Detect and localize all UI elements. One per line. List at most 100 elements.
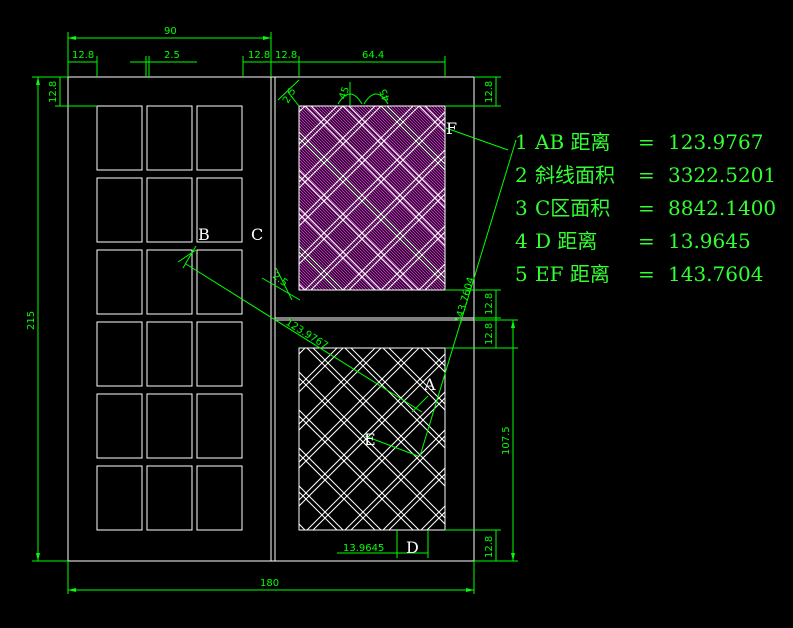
lattice-line — [382, 467, 445, 530]
hatch-line — [299, 236, 353, 290]
dim-ab-label: 123.9767 — [283, 317, 329, 352]
result-eq: = — [638, 262, 655, 286]
grid-pane — [196, 321, 243, 387]
grid-pane — [96, 105, 143, 171]
result-row: 5 EF 距离 = 143.7604 — [515, 262, 763, 286]
hatch-line — [329, 106, 445, 222]
dim-bottom-total: 180 — [260, 578, 279, 589]
dim-angle-a: 45 — [337, 85, 352, 101]
hatch-line — [305, 106, 445, 246]
lattice-line — [299, 348, 376, 425]
grid-pane — [196, 249, 243, 315]
hatch-line — [299, 185, 404, 290]
hatch-line — [299, 176, 413, 290]
dim-total-height: 215 — [26, 311, 37, 330]
hatch-line — [299, 278, 311, 290]
hatch-line — [410, 106, 445, 141]
result-value: 143.7604 — [668, 262, 763, 286]
lattice-line — [535, 348, 717, 530]
hatch-line — [311, 106, 445, 240]
lattice-line — [299, 117, 445, 265]
hatch-line — [314, 106, 445, 237]
hatch-line — [299, 149, 440, 290]
hatch-line — [299, 164, 425, 290]
hatch-line — [344, 106, 445, 207]
hatch-line — [299, 152, 437, 290]
grid-pane — [146, 249, 193, 315]
hatch-line — [308, 106, 445, 243]
result-eq: = — [638, 196, 655, 220]
lattice-line — [611, 348, 793, 530]
hatch-line — [299, 188, 401, 290]
hatch-line — [299, 218, 371, 290]
dim-mid-a: 12.8 — [484, 293, 495, 315]
lattice-line — [299, 251, 338, 290]
lattice-line — [459, 348, 641, 530]
point-a: A — [423, 375, 436, 394]
point-labels: B C A E F D — [198, 119, 457, 557]
results-list: 1 AB 距离 = 123.9767 2 斜线面积 = 3322.5201 3 … — [515, 130, 776, 286]
dim-angle-b: 45 — [378, 87, 393, 103]
hatch-line — [299, 179, 410, 290]
hatch-line — [374, 106, 445, 177]
hatch-line — [111, 106, 295, 290]
point-c: C — [251, 225, 263, 244]
result-row: 1 AB 距离 = 123.9767 — [515, 130, 763, 154]
upper-hatch-panel — [111, 105, 446, 291]
result-eq: = — [638, 130, 655, 154]
lattice-line — [299, 447, 382, 530]
lattice-line — [299, 348, 382, 431]
lattice-line — [299, 213, 376, 290]
result-index: 5 — [515, 262, 528, 286]
hatch-line — [299, 257, 332, 290]
hatch-line — [299, 134, 445, 282]
lattice-line — [617, 348, 793, 530]
lattice-line — [299, 106, 414, 221]
lattice-line — [503, 348, 685, 530]
lattice-line — [386, 231, 445, 290]
dim-top-height: 12.8 — [48, 81, 59, 103]
lattice-line — [299, 348, 344, 393]
hatch-line — [299, 239, 350, 290]
hatch-line — [341, 106, 445, 210]
lattice-line — [497, 348, 679, 530]
lattice-line — [497, 348, 679, 530]
lattice-line — [299, 348, 414, 463]
hatch-line — [299, 182, 407, 290]
hatch-line — [299, 106, 445, 252]
hatch-line — [299, 119, 445, 267]
dim-ef-label: 143.7604 — [453, 276, 477, 325]
lattice-line — [611, 348, 793, 530]
hatch-line — [299, 269, 320, 290]
lattice-line — [388, 348, 445, 405]
dim-mid-b: 12.8 — [484, 323, 495, 345]
hatch-line — [299, 275, 314, 290]
hatch-line — [299, 281, 308, 290]
hatch-line — [299, 170, 419, 290]
result-index: 1 — [515, 130, 528, 154]
lattice-line — [304, 149, 445, 290]
hatch-line — [299, 242, 347, 290]
hatch-line — [353, 106, 445, 198]
hatch-line — [299, 212, 377, 290]
hatch-line — [299, 110, 445, 258]
grid-pane — [96, 465, 143, 531]
lattice-line — [388, 473, 445, 530]
lattice-line — [299, 106, 420, 227]
lattice-line — [426, 511, 445, 530]
result-index: 4 — [515, 229, 528, 253]
result-row: 3 C区面积 = 8842.1400 — [515, 196, 776, 220]
result-row: 2 斜线面积 = 3322.5201 — [515, 163, 776, 187]
hatch-line — [299, 266, 323, 290]
upper-panel-border — [298, 105, 446, 291]
lattice-line — [503, 348, 685, 530]
dim-grid-gap: 2.5 — [164, 50, 180, 61]
lattice-line — [573, 348, 755, 530]
result-name: C区面积 — [535, 196, 610, 220]
hatch-line — [392, 106, 445, 159]
lattice-line — [465, 348, 647, 530]
lattice-line — [579, 348, 761, 530]
hatch-line — [299, 263, 326, 290]
hatch-line — [299, 155, 434, 290]
